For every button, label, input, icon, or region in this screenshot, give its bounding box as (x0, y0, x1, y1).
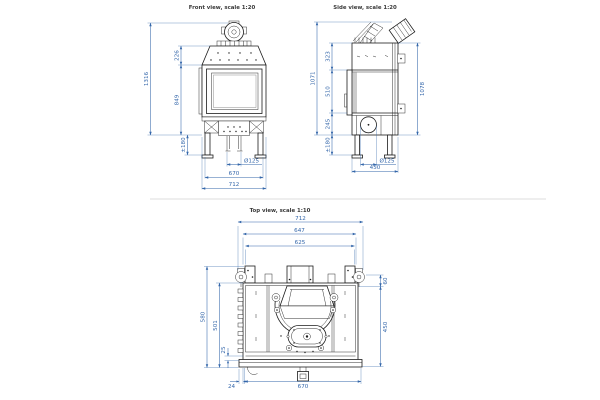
side-legs (351, 134, 396, 159)
dim-side-glass-height: 510 (326, 86, 332, 97)
dim-top-inner-width: 625 (295, 240, 306, 246)
side-base-duct (356, 115, 382, 135)
top-rear-fittings (235, 265, 365, 287)
dim-side-body-height: 1078 (420, 81, 426, 96)
top-view: 712 647 625 60 450 580 501 (201, 216, 390, 390)
dim-side-base-height: 245 (326, 118, 332, 129)
front-view-title: Front view, scale 1:20 (189, 5, 256, 11)
corner-clamp-right (353, 271, 365, 283)
front-glass (211, 72, 259, 110)
side-view-title: Side view, scale 1:20 (333, 5, 397, 11)
dim-front-leg-spacing: 670 (229, 171, 240, 177)
side-rear-brackets (397, 53, 406, 114)
top-cone (279, 285, 335, 319)
front-dimensions: 1316 226 849 ±180 Ø125 670 712 (144, 22, 267, 190)
dim-top-frame-width: 647 (294, 228, 305, 234)
front-duct (225, 136, 243, 152)
front-air-knob (297, 371, 309, 382)
top-view-title: Top view, scale 1:10 (250, 208, 311, 214)
dim-top-overall-depth: 580 (201, 311, 207, 322)
top-door-arc (271, 293, 339, 354)
side-door (344, 69, 353, 116)
top-front-frame (238, 359, 363, 382)
dim-top-depth: 450 (383, 321, 389, 332)
dim-top-overall-width: 712 (295, 216, 306, 222)
dim-front-firebox-height: 849 (175, 94, 181, 105)
dim-top-side-offset: 24 (228, 384, 236, 390)
dim-side-duct-diameter: Ø125 (379, 158, 395, 165)
dim-side-leg-adjustment: ±180 (326, 137, 332, 153)
dim-front-overall-height: 1316 (144, 71, 150, 86)
dim-front-hood-height: 226 (175, 50, 181, 61)
door-handle (344, 93, 347, 108)
dim-front-duct-diameter: Ø125 (244, 158, 260, 165)
dim-top-front-offset: 25 (221, 346, 227, 354)
dim-top-body-depth: 501 (213, 320, 219, 331)
front-view: 1316 226 849 ±180 Ø125 670 712 (144, 20, 267, 190)
side-dimensions: 1071 323 510 245 ±180 1078 Ø125 (311, 21, 426, 173)
corner-clamp-left (235, 271, 247, 283)
dim-top-body-width: 670 (298, 384, 309, 390)
dim-side-height-to-flue: 1071 (311, 71, 317, 86)
front-base (201, 116, 267, 136)
front-firebox (198, 64, 267, 118)
dim-top-rear-offset: 60 (383, 277, 389, 285)
front-fan-unit (216, 20, 252, 47)
side-view: 1071 323 510 245 ±180 1078 Ø125 (311, 18, 426, 173)
front-legs (201, 132, 267, 159)
dim-front-leg-adjustment: ±180 (181, 137, 187, 153)
front-hood (201, 45, 267, 66)
dim-side-hood-height: 323 (326, 51, 332, 62)
side-flue-assembly (352, 18, 416, 44)
dim-side-depth: 450 (370, 165, 381, 171)
top-fan-housing (286, 325, 328, 348)
top-dimensions: 712 647 625 60 450 580 501 (201, 216, 390, 390)
dim-front-overall-width: 712 (229, 182, 240, 188)
